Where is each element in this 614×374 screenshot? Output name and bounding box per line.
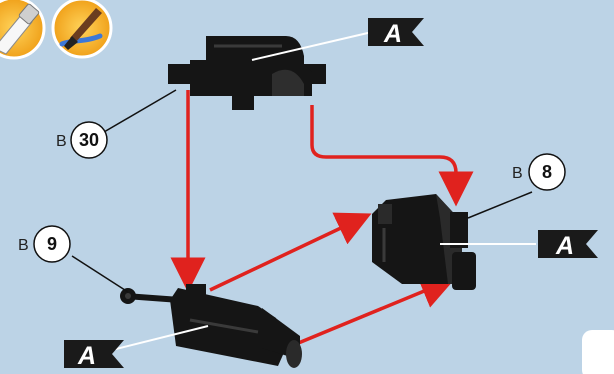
callout-b8-number: 8 — [542, 162, 552, 182]
part-bottom-housing — [120, 284, 302, 368]
paint-brush-icon — [51, 0, 113, 59]
callout-b9-prefix: B — [18, 237, 29, 254]
part-right-bracket — [372, 194, 476, 290]
flag-a-top-label: A — [383, 20, 402, 48]
flag-a-bottom-left: A — [64, 340, 124, 370]
arrow-bottom-to-right-upper — [209, 212, 372, 292]
callout-b8: B 8 — [512, 153, 566, 191]
arrow-bottom-to-right-lower — [295, 275, 456, 346]
callout-b8-prefix: B — [512, 165, 523, 182]
callout-b9: B 9 — [18, 225, 71, 263]
callout-b30: B 30 — [56, 121, 108, 159]
flag-a-right: A — [538, 230, 598, 260]
assembly-arrows — [170, 90, 474, 346]
flag-a-top: A — [368, 18, 424, 48]
flag-a-right-label: A — [555, 232, 574, 260]
callout-b30-prefix: B — [56, 133, 67, 150]
flag-a-bottom-left-label: A — [77, 342, 96, 370]
glue-tube-icon — [0, 0, 46, 60]
arrow-top-to-right — [310, 105, 474, 207]
page-corner — [582, 330, 614, 374]
callout-b30-number: 30 — [79, 130, 99, 150]
leader-lines — [71, 31, 536, 353]
part-top-housing — [168, 36, 326, 110]
callout-b9-number: 9 — [47, 234, 57, 254]
